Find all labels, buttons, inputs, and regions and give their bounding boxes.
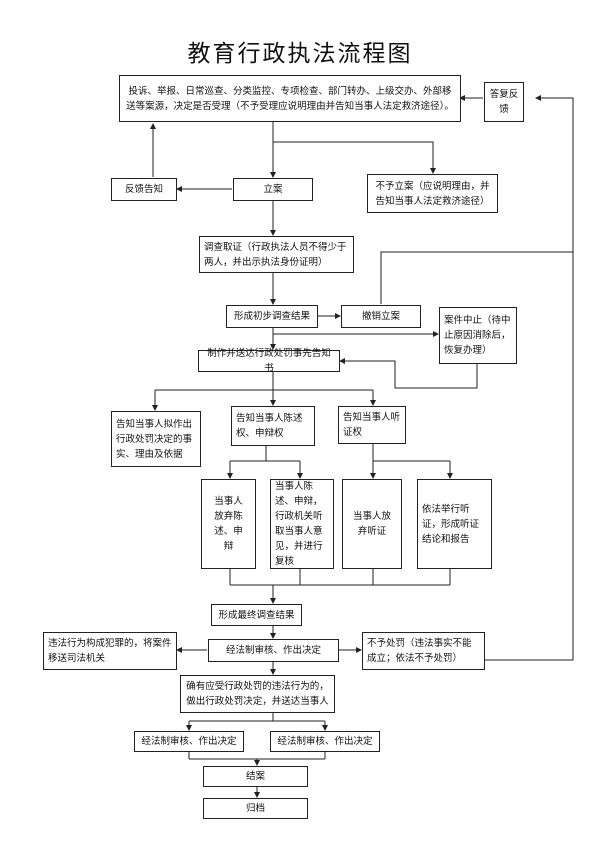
statement-review-text: 当事人陈述、申辩，行政机关听取当事人意见，并进行复核 [275,481,323,567]
reply-feedback-text: 答复反馈 [489,89,519,115]
statement-review-box: 当事人陈述、申辩，行政机关听取当事人意见，并进行复核 [270,479,334,569]
feedback-notice-box: 反馈告知 [111,178,177,201]
no-penalty-text: 不予处罚（违法事实不能成立；依法不予处罚） [367,638,472,664]
no-register-box: 不予立案（应说明理由，并告知当事人法定救济途径） [367,174,498,213]
inform-facts-box: 告知当事人拟作出行政处罚决定的事实、理由及依据 [111,411,201,467]
revoke-case-box: 撤销立案 [341,305,421,328]
pre-notice-box: 制作并送达行政处罚事先告知书 [198,348,340,374]
legal-review-left-text: 经法制审核、作出决定 [141,736,237,747]
complaint-intake-text: 投诉、举报、日常巡查、分类监控、专项检查、部门转办、上级交办、外部移送等案源，决… [126,85,454,112]
suspend-case-text: 案件中止（待中止原因消除后，恢复办理） [444,315,511,356]
complaint-intake-box: 投诉、举报、日常巡查、分类监控、专项检查、部门转办、上级交办、外部移送等案源，决… [119,75,461,122]
no-register-text: 不予立案（应说明理由，并告知当事人法定救济途径） [375,180,490,207]
legal-review-box: 经法制审核、作出决定 [208,639,339,662]
transfer-judicial-text: 违法行为构成犯罪的，将案件移送司法机关 [48,638,172,664]
final-result-box: 形成最终调查结果 [211,604,302,626]
suspend-case-box: 案件中止（待中止原因消除后，恢复办理） [439,307,517,364]
close-case-box: 结案 [203,766,308,787]
register-case-box: 立案 [233,178,313,201]
hold-hearing-box: 依法举行听证，形成听证结论和报告 [417,479,492,569]
hold-hearing-text: 依法举行听证，形成听证结论和报告 [422,503,480,545]
pre-notice-text: 制作并送达行政处罚事先告知书 [207,348,331,374]
waive-statement-box: 当事人放弃陈述、申辩 [201,479,256,569]
legal-review-left-box: 经法制审核、作出决定 [134,731,244,752]
inform-hearing-text: 告知当事人听证权 [343,412,401,438]
inform-hearing-box: 告知当事人听证权 [338,406,406,444]
register-case-text: 立案 [263,184,283,195]
archive-box: 归档 [203,798,308,819]
waive-statement-text: 当事人放弃陈述、申辩 [214,496,243,552]
legal-review-text: 经法制审核、作出决定 [225,645,321,656]
penalty-decision-box: 确有应受行政处罚的违法行为的，做出行政处罚决定，并送达当事人 [180,675,335,713]
legal-review-right-text: 经法制审核、作出决定 [277,736,373,747]
preliminary-result-text: 形成初步调查结果 [233,311,310,322]
inform-facts-text: 告知当事人拟作出行政处罚决定的事实、理由及依据 [116,418,193,460]
waive-hearing-text: 当事人放弃听证 [352,511,391,537]
investigate-text: 调查取证（行政执法人员不得少于两人，并出示执法身份证明） [204,241,347,268]
preliminary-result-box: 形成初步调查结果 [226,305,318,328]
transfer-judicial-box: 违法行为构成犯罪的，将案件移送司法机关 [43,632,177,670]
no-penalty-box: 不予处罚（违法事实不能成立；依法不予处罚） [362,632,485,670]
page-title: 教育行政执法流程图 [187,41,413,67]
feedback-notice-text: 反馈告知 [124,184,163,195]
close-case-text: 结案 [245,771,265,782]
waive-hearing-box: 当事人放弃听证 [342,479,402,569]
reply-feedback-box: 答复反馈 [484,82,524,122]
penalty-decision-text: 确有应受行政处罚的违法行为的，做出行政处罚决定，并送达当事人 [186,681,329,707]
inform-statement-text: 告知当事人陈述权、申辩权 [236,413,303,439]
legal-review-right-box: 经法制审核、作出决定 [270,731,380,752]
final-result-text: 形成最终调查结果 [218,609,295,621]
revoke-case-text: 撤销立案 [361,311,400,322]
investigate-box: 调查取证（行政执法人员不得少于两人，并出示执法身份证明） [199,236,354,273]
archive-text: 归档 [245,803,265,814]
inform-statement-box: 告知当事人陈述权、申辩权 [231,406,315,446]
